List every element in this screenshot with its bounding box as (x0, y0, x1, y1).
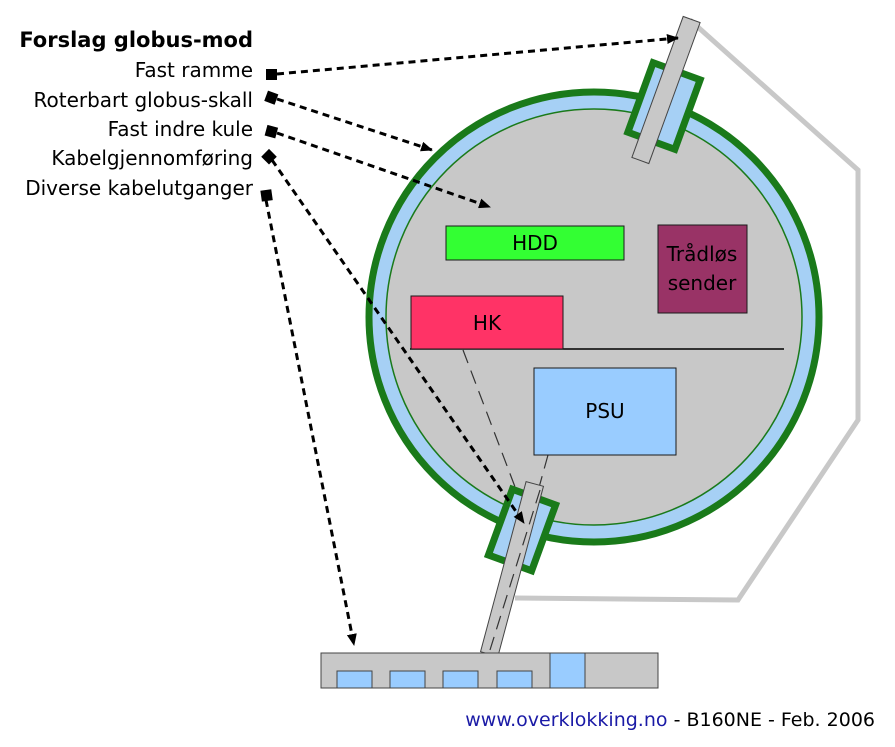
bottom-axle-cable (489, 489, 541, 651)
wireless-sender-label-1: Trådløs (666, 242, 738, 266)
cable-outlet-4 (496, 670, 533, 689)
arrow-indre-kule (276, 131, 491, 209)
psu-label: PSU (585, 399, 624, 423)
wireless-sender-label-2: sender (668, 271, 737, 295)
hk-label: HK (473, 311, 502, 335)
cable-outlet-bar (320, 652, 659, 689)
hk-box (410, 295, 564, 350)
cable-outlet-1 (336, 670, 373, 689)
hdd-box (445, 225, 625, 261)
pointer-start-indre-kule (264, 124, 279, 139)
internal-cable-left (462, 349, 521, 501)
psu-box (533, 367, 677, 456)
arrow-fast-ramme (276, 34, 679, 76)
cable-outlet-3 (442, 670, 479, 689)
pointer-start-globus-skall (264, 90, 279, 105)
footer-link[interactable]: www.overklokking.no (465, 709, 667, 731)
footer-credit: - B160NE - Feb. 2006 (668, 709, 875, 731)
wireless-sender-box (657, 224, 748, 314)
arrow-kabelgjennomforing (270, 159, 526, 524)
fixed-frame (514, 18, 861, 603)
arrow-kabelutganger (264, 199, 357, 646)
top-axle (631, 15, 701, 165)
legend-item-globus-skall: Roterbart globus-skall (34, 88, 254, 112)
hdd-label: HDD (512, 231, 558, 255)
legend-item-indre-kule: Fast indre kule (108, 117, 253, 141)
legend-item-kabelutganger: Diverse kabelutganger (25, 176, 254, 200)
footer: www.overklokking.no - B160NE - Feb. 2006 (465, 709, 875, 731)
pointer-start-kabelutganger (260, 189, 273, 202)
pointer-start-fast-ramme (266, 69, 277, 80)
legend-item-kabelgjennomforing: Kabelgjennomføring (51, 146, 253, 170)
cable-outlet-2 (389, 670, 426, 689)
arrow-globus-skall (276, 97, 433, 152)
legend-item-fast-ramme: Fast ramme (135, 58, 253, 82)
legend-title: Forslag globus-mod (19, 28, 253, 52)
cable-outlet-5 (549, 652, 586, 689)
